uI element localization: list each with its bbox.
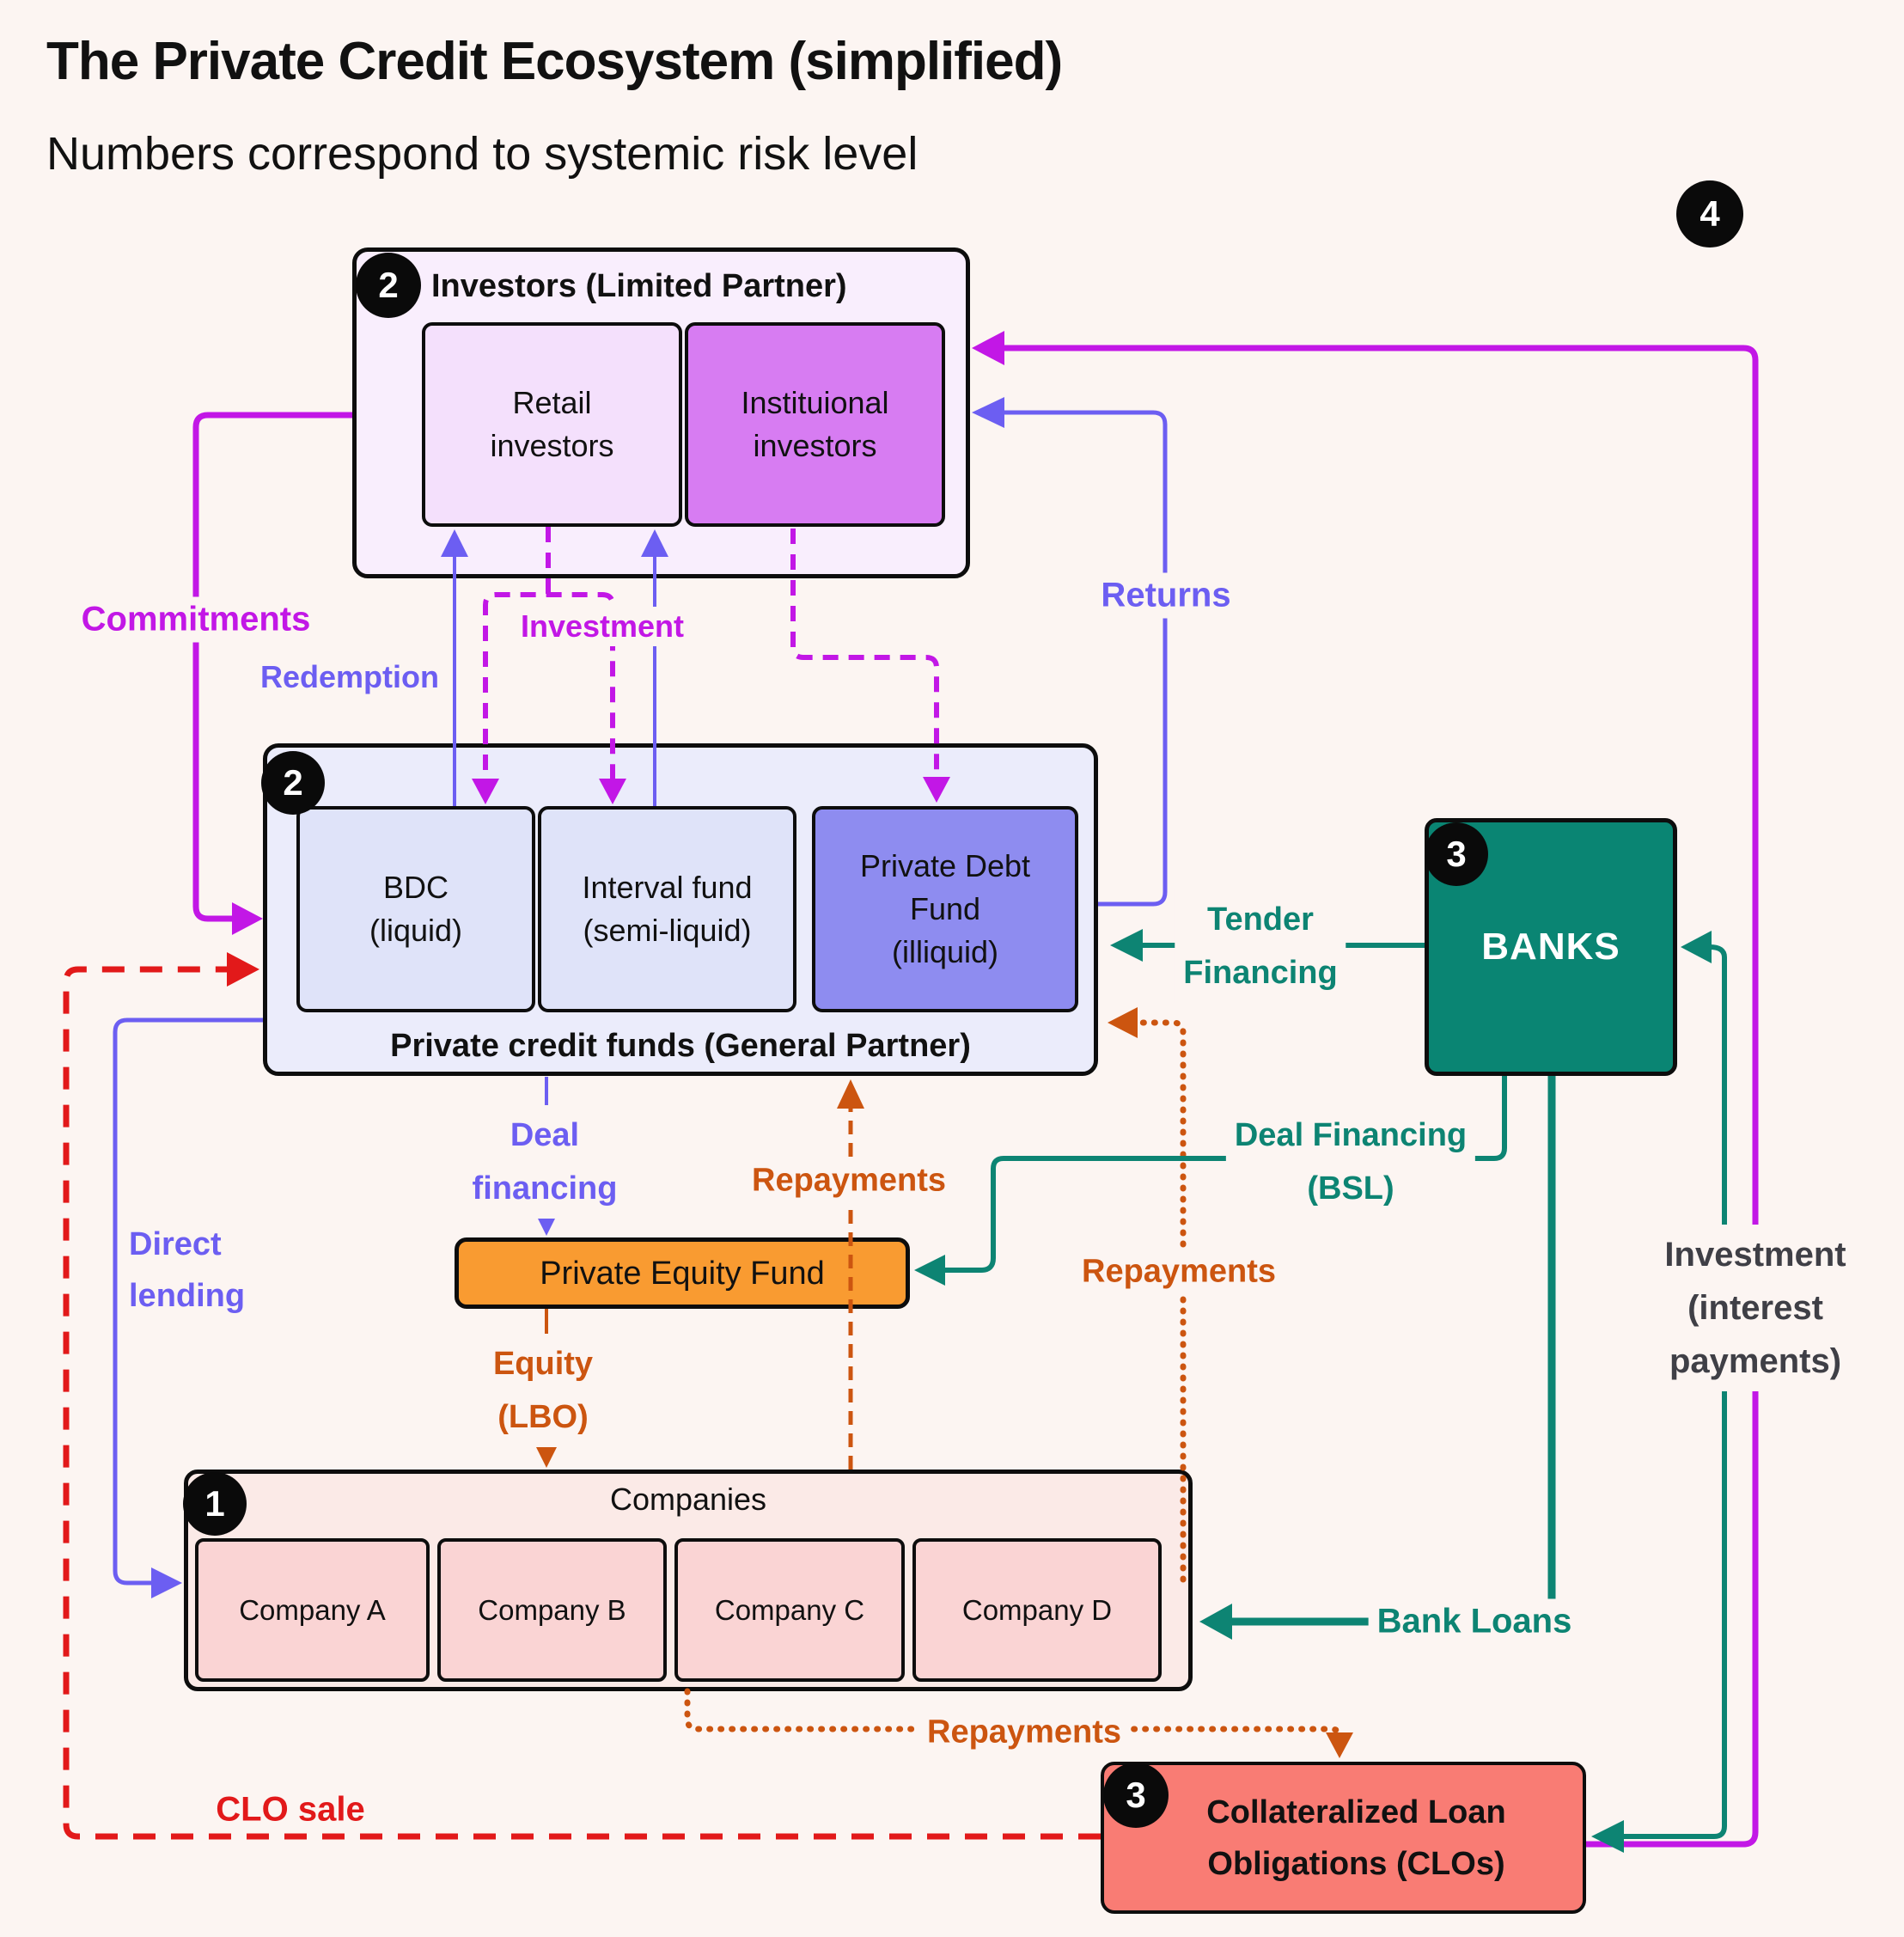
companies-title: Companies: [609, 1482, 767, 1517]
companies-risk-badge: 1: [183, 1472, 247, 1536]
risk-badge-4: 4: [1676, 180, 1743, 247]
bdc-box: BDC (liquid): [296, 806, 535, 1012]
arrow-repayments-right: [1108, 1007, 1187, 1583]
company-a-label: Company A: [239, 1593, 386, 1626]
funds-risk-badge: 2: [261, 751, 325, 815]
clo-risk-badge: 3: [1103, 1763, 1169, 1828]
flow-label-returns: Returns: [1092, 572, 1240, 619]
arrow-direct-lending: [113, 1017, 263, 1598]
arrow-returns: [972, 397, 1168, 907]
funds-caption: Private credit funds (General Partner): [390, 1028, 971, 1064]
private-debt-fund-label-line3: (illiquid): [891, 934, 999, 969]
banks-risk-badge: 3: [1425, 822, 1488, 886]
private-debt-fund-box: Private Debt Fund (illiquid): [812, 806, 1078, 1012]
flow-label-commitments: Commitments: [72, 596, 320, 643]
flow-label-repayments-left: Repayments: [743, 1158, 955, 1203]
flow-label-investment-lp: Investment: [513, 607, 692, 646]
investors-risk-badge: 2: [356, 253, 421, 318]
arrow-repayments-left: [837, 1079, 864, 1470]
company-a-box: Company A: [195, 1538, 430, 1682]
page-title: The Private Credit Ecosystem (simplified…: [46, 32, 1063, 91]
private-debt-fund-label-line2: Fund: [909, 891, 981, 926]
page-subtitle: Numbers correspond to systemic risk leve…: [46, 128, 918, 180]
flow-label-clo-sale: CLO sale: [207, 1787, 374, 1833]
investors-title: Investors (Limited Partner): [431, 268, 847, 304]
bdc-label-line1: BDC: [382, 870, 449, 905]
company-c-box: Company C: [674, 1538, 905, 1682]
flow-label-bank-loans: Bank Loans: [1368, 1598, 1581, 1645]
company-b-box: Company B: [437, 1538, 667, 1682]
arrow-deal-bsl: [914, 1076, 1507, 1286]
institutional-investors-label-line2: investors: [753, 428, 877, 463]
flow-label-deal-bsl: Deal Financing(BSL): [1225, 1105, 1476, 1219]
interval-fund-label-line1: Interval fund: [582, 870, 753, 905]
banks-label: BANKS: [1481, 926, 1620, 968]
interval-fund-label-line2: (semi-liquid): [583, 913, 752, 948]
arrow-redemption: [441, 529, 668, 806]
company-c-label: Company C: [714, 1593, 865, 1626]
arrow-investment-institutional: [790, 529, 950, 803]
company-d-box: Company D: [912, 1538, 1162, 1682]
bdc-label-line2: (liquid): [369, 913, 463, 948]
arrow-repayments-bottom: [684, 1688, 1353, 1758]
company-b-label: Company B: [478, 1593, 626, 1626]
clo-label-line2: Obligations (CLOs): [1207, 1845, 1505, 1882]
interval-fund-box: Interval fund (semi-liquid): [538, 806, 796, 1012]
private-debt-fund-label-line1: Private Debt: [859, 848, 1031, 883]
flow-label-redemption: Redemption: [251, 656, 449, 699]
flow-label-repayments-right: Repayments: [1073, 1250, 1285, 1294]
arrow-investment-interest: [1591, 931, 1727, 1853]
flow-label-repayments-bottom: Repayments: [918, 1710, 1130, 1755]
arrow-investment-retail: [472, 527, 626, 804]
arrow-clo-sale: [63, 952, 1101, 1840]
institutional-investors-box: Instituional investors: [685, 322, 945, 527]
retail-investors-label-line2: investors: [490, 428, 614, 463]
arrow-clo-to-investors: [972, 331, 1759, 1848]
retail-investors-label-line1: Retail: [512, 385, 592, 420]
retail-investors-box: Retail investors: [422, 322, 682, 527]
arrow-commitments: [192, 412, 352, 935]
clo-label-line1: Collateralized Loan: [1206, 1793, 1506, 1830]
company-d-label: Company D: [961, 1593, 1113, 1626]
flow-label-investment-interest: Investment (interest payments): [1656, 1225, 1855, 1391]
private-equity-fund-box: Private Equity Fund: [455, 1237, 910, 1309]
clo-box: Collateralized Loan Obligations (CLOs): [1101, 1762, 1586, 1914]
institutional-investors-label-line1: Instituional: [741, 385, 889, 420]
flow-label-equity-lbo: Equity(LBO): [484, 1334, 602, 1447]
private-equity-fund-label: Private Equity Fund: [540, 1255, 825, 1292]
